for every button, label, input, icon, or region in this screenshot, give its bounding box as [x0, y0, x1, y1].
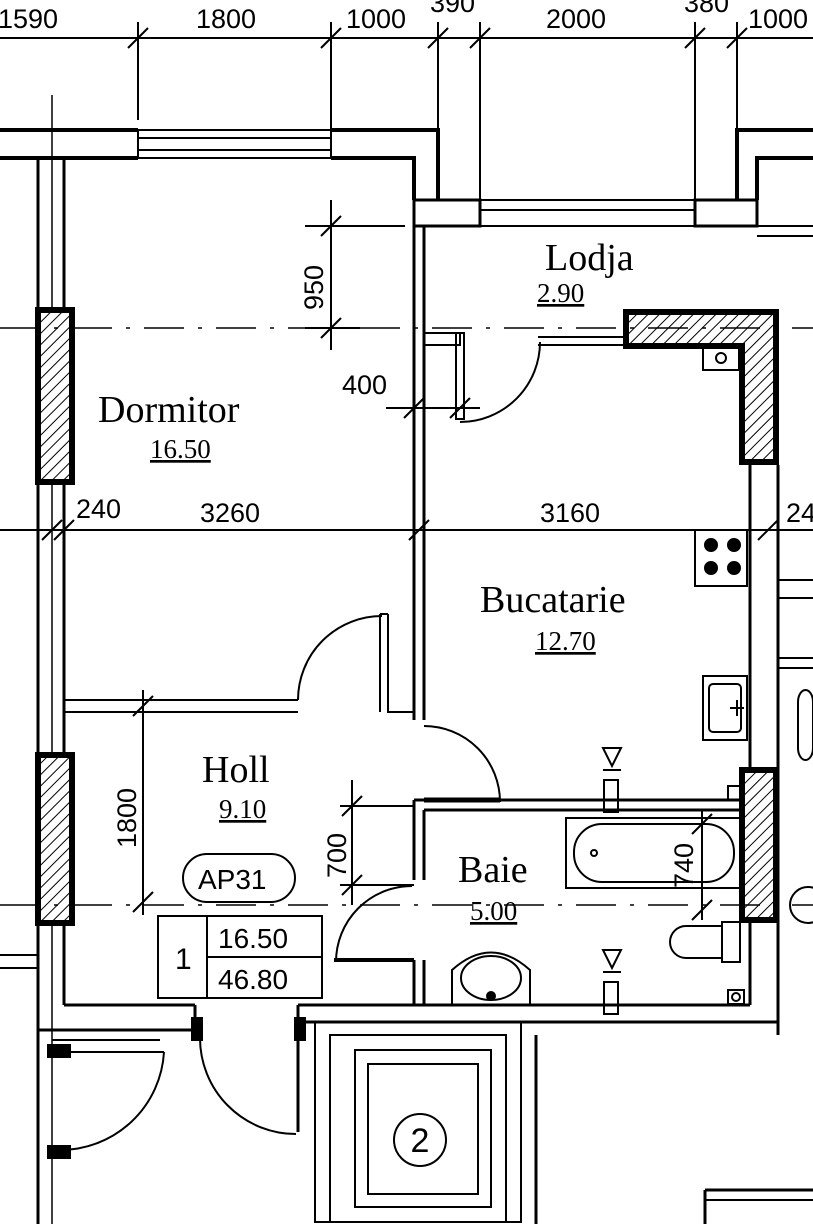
column-left-top: [35, 307, 75, 485]
dim-vertical-950: 950: [299, 265, 329, 310]
room-area: 12.70: [535, 626, 596, 656]
room-area: 9.10: [219, 794, 266, 824]
toilet-icon: [721, 921, 741, 963]
room-label-baie: Baie 5.00: [458, 849, 528, 926]
walls: [0, 95, 813, 1224]
column-bath-right: [739, 767, 779, 923]
dim-top-6: 380: [684, 0, 729, 18]
living-area-value: 16.50: [218, 923, 288, 954]
room-area: 5.00: [470, 896, 517, 926]
apartment-area-table: [157, 915, 323, 999]
column-kitchen-corner: [623, 309, 779, 465]
middle-dimension-chain: [0, 519, 813, 541]
room-name: Bucatarie: [480, 579, 626, 621]
vertical-dimensions: [132, 200, 713, 921]
dim-vertical-740: 740: [669, 843, 699, 888]
dim-mid-4: 24: [786, 498, 813, 528]
apartment-label-frame: [182, 853, 296, 903]
apartment-label: AP31: [198, 864, 267, 895]
room-area: 2.90: [537, 278, 584, 308]
room-name: Baie: [458, 849, 528, 891]
washbasin-icon: [451, 951, 531, 1005]
dim-top-4: 390: [430, 0, 475, 18]
dim-vertical-700: 700: [322, 833, 352, 878]
room-label-holl: Holl 9.10: [202, 749, 270, 824]
dim-mid-2: 3260: [200, 498, 260, 528]
stair-marker-number: 2: [411, 1122, 430, 1160]
top-dimension-chain: [0, 22, 813, 200]
dim-top-7: 1000: [748, 4, 808, 34]
total-area-value: 46.80: [218, 964, 288, 995]
apartment-number: 1: [175, 943, 192, 976]
column-left-bottom: [35, 752, 75, 926]
dim-mid-3: 3160: [540, 498, 600, 528]
dim-vertical-1800: 1800: [112, 788, 142, 848]
room-label-lodja: Lodja 2.90: [537, 237, 634, 308]
room-label-dormitor: Dormitor 16.50: [98, 389, 240, 464]
axis-lines: [0, 327, 813, 906]
doors: [47, 332, 626, 1159]
stair-marker-circle: [393, 1113, 447, 1167]
room-name: Lodja: [545, 237, 634, 279]
room-name: Holl: [202, 749, 270, 791]
room-label-bucatarie: Bucatarie 12.70: [480, 579, 626, 656]
bathtub-icon: [565, 817, 741, 889]
dim-mid-1: 240: [76, 494, 121, 524]
dim-400: 400: [342, 370, 387, 400]
dim-top-5: 2000: [546, 4, 606, 34]
stove-icon: [694, 529, 748, 587]
fixtures: [451, 345, 813, 1015]
dim-top-1: 1590: [0, 4, 58, 34]
dim-top-3: 1000: [346, 4, 406, 34]
room-area: 16.50: [150, 434, 211, 464]
kitchen-sink-icon: [702, 675, 748, 741]
dim-top-2: 1800: [196, 4, 256, 34]
room-name: Dormitor: [98, 389, 240, 431]
